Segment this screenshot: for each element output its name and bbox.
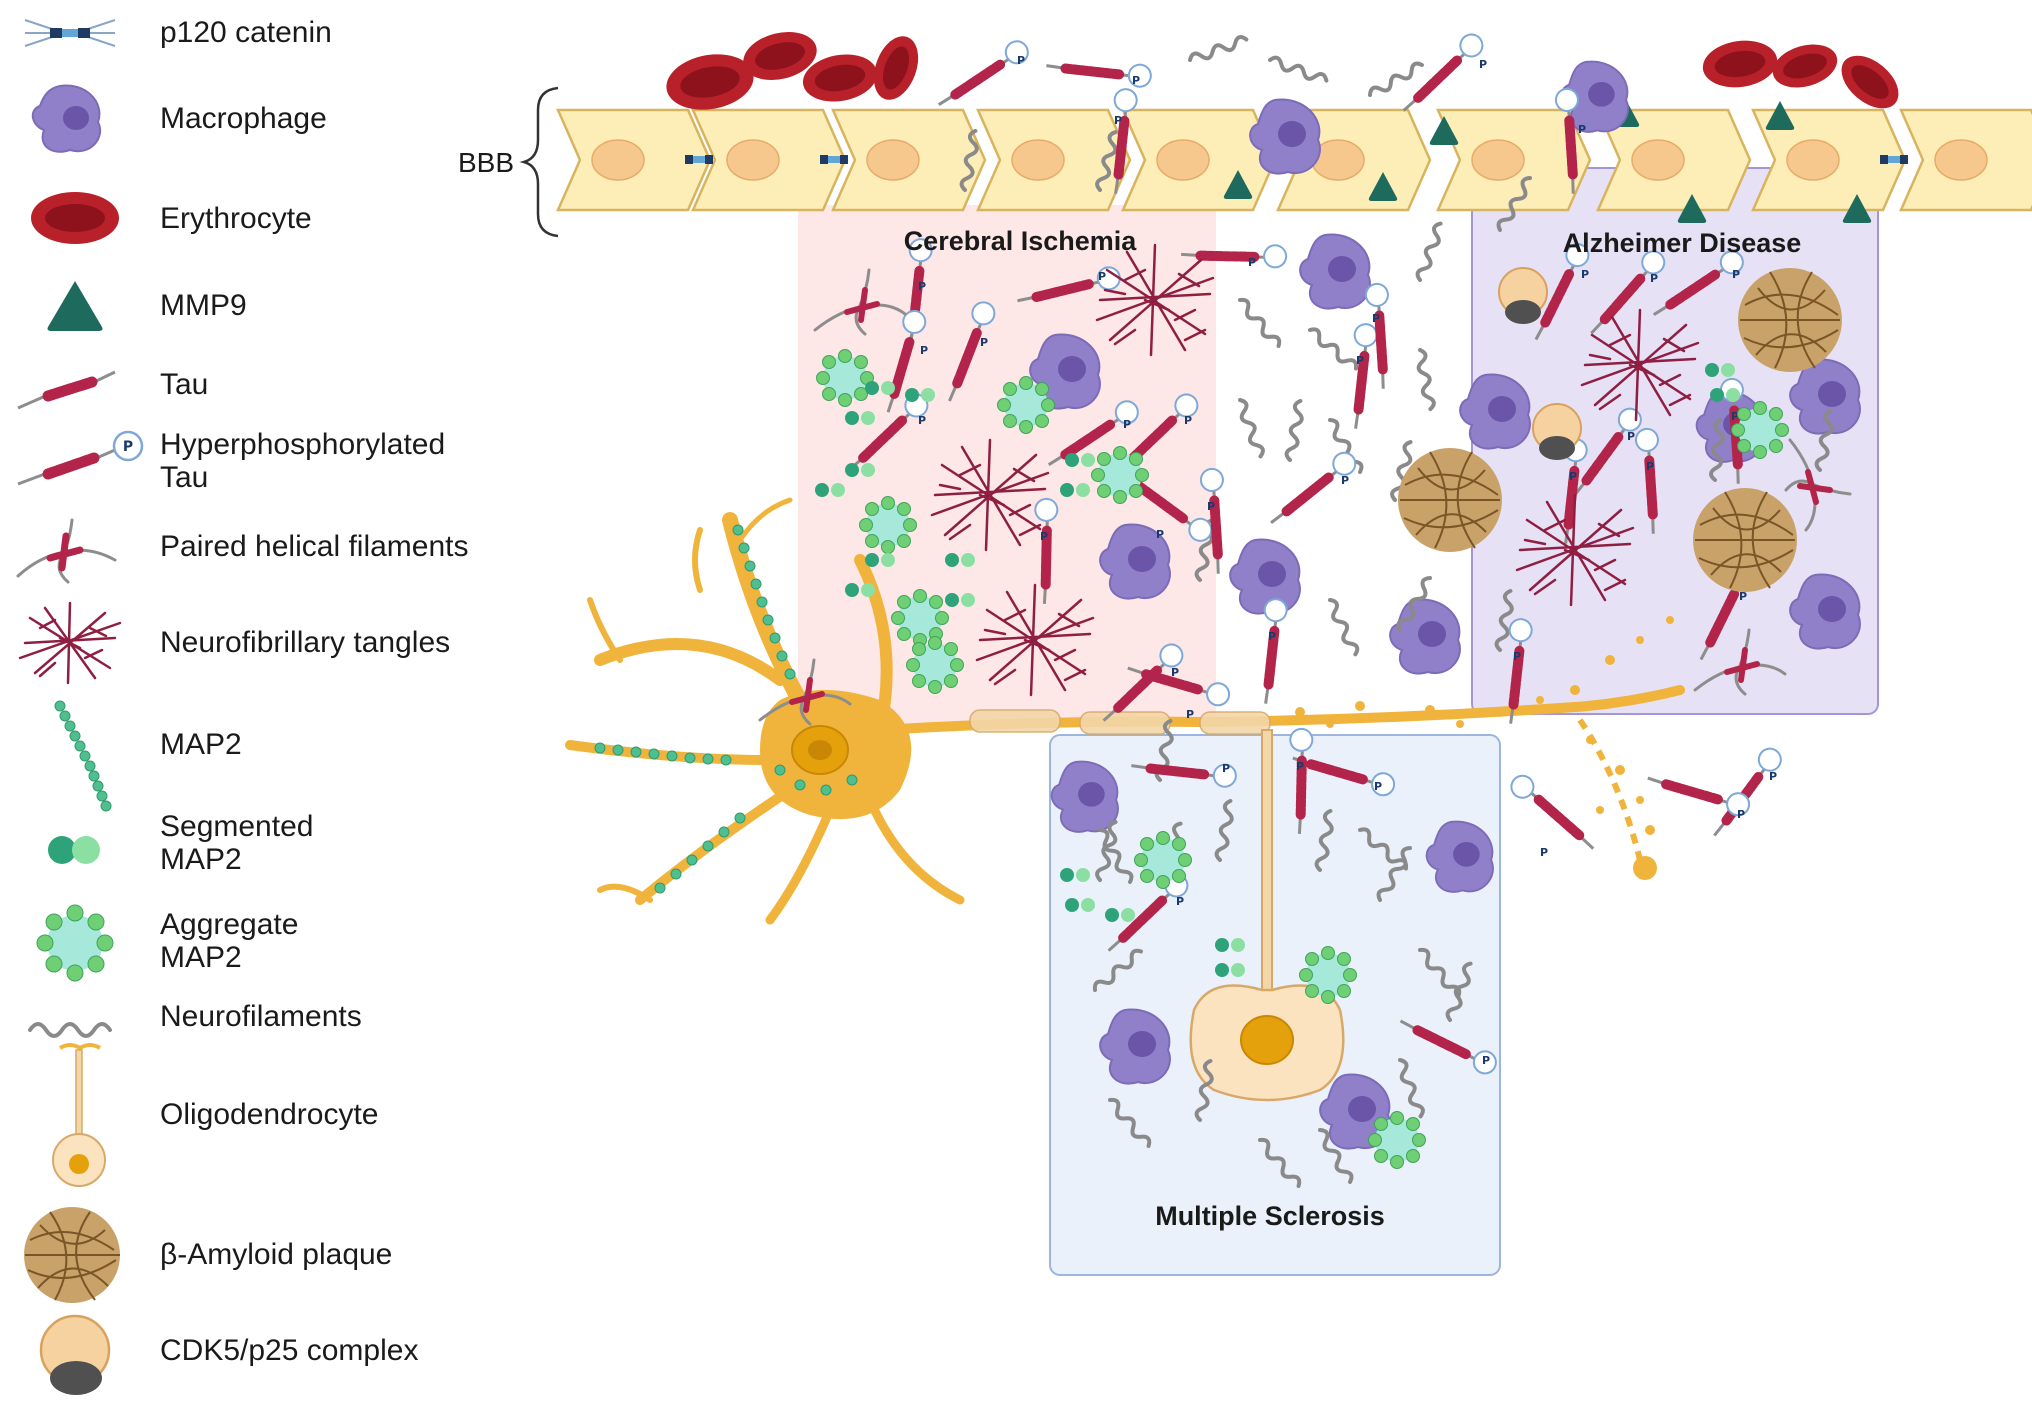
segmented-map2-icon [48, 836, 100, 864]
legend-item-segmented-map2: Segmented MAP2 [0, 810, 520, 890]
legend-item-neurofilaments: Neurofilaments [0, 1000, 520, 1050]
svg-text:P: P [1513, 650, 1521, 663]
svg-text:P: P [1098, 270, 1106, 283]
legend-item-cdk5-p25: CDK5/p25 complex [0, 1312, 520, 1402]
svg-text:P: P [1114, 114, 1122, 127]
beta-amyloid-plaque-icon [24, 1207, 120, 1303]
svg-text:P: P [1341, 474, 1349, 487]
svg-text:P: P [1248, 256, 1256, 269]
svg-text:P: P [1739, 590, 1747, 603]
svg-text:P: P [1132, 74, 1140, 87]
legend-label: Segmented MAP2 [160, 810, 314, 876]
legend-item-paired-helical-filaments: Paired helical filaments [0, 510, 520, 590]
legend-item-beta-amyloid-plaque: β-Amyloid plaque [0, 1200, 520, 1310]
hyperphosphorylated-tau-icon: P [17, 430, 144, 486]
legend-label: Macrophage [160, 102, 327, 135]
neurofibrillary-tangles-icon [18, 601, 122, 685]
svg-text:P: P [1372, 312, 1380, 325]
legend-item-tau: Tau [0, 360, 520, 420]
aggregate-map2-icon [36, 904, 114, 982]
erythrocyte-icon [31, 192, 119, 244]
legend-item-p120-catenin: p120 catenin [0, 8, 520, 58]
svg-text:P: P [1540, 846, 1548, 859]
legend-item-erythrocyte: Erythrocyte [0, 190, 520, 250]
svg-text:P: P [1650, 272, 1658, 285]
svg-text:P: P [1479, 58, 1487, 71]
legend-item-map2: MAP2 [0, 700, 520, 820]
p120-catenin-junctions [685, 155, 1908, 164]
svg-text:P: P [1186, 708, 1194, 721]
legend-label: Neurofilaments [160, 1000, 362, 1033]
oligodendrocyte [1189, 729, 1345, 1102]
svg-text:P: P [920, 344, 928, 357]
cdk5-p25-complex-icon [39, 1314, 111, 1395]
macrophage-icon [31, 84, 101, 153]
svg-text:P: P [918, 414, 926, 427]
svg-text:P: P [1581, 268, 1589, 281]
svg-text:P: P [1268, 630, 1276, 643]
legend-label: Tau [160, 368, 209, 401]
legend-label: Paired helical filaments [160, 530, 469, 563]
svg-text:P: P [1732, 268, 1740, 281]
svg-text:P: P [1374, 780, 1382, 793]
phospho-labels: P P P P P P P P P P P P P P P P P P P P … [918, 54, 1777, 1067]
svg-text:P: P [1222, 762, 1230, 775]
legend: p120 catenin Macrophage Erythrocyte MMP9… [0, 0, 520, 1405]
svg-text:P: P [1156, 528, 1164, 541]
neuron [565, 497, 1685, 925]
svg-text:P: P [1627, 430, 1635, 443]
svg-text:P: P [1040, 530, 1048, 543]
svg-text:P: P [1171, 666, 1179, 679]
legend-label: Erythrocyte [160, 202, 312, 235]
svg-text:P: P [1207, 500, 1215, 513]
legend-label: p120 catenin [160, 16, 332, 49]
legend-item-neurofibrillary-tangles: Neurofibrillary tangles [0, 598, 520, 688]
legend-label: Oligodendrocyte [160, 1098, 379, 1131]
oligodendrocyte-icon [52, 1043, 106, 1187]
svg-text:P: P [1356, 354, 1364, 367]
map2-icon [54, 700, 112, 812]
svg-text:P: P [1569, 470, 1577, 483]
multiple-sclerosis-title: Multiple Sclerosis [1155, 1201, 1385, 1231]
neurofilaments-icon [28, 1022, 112, 1038]
legend-label: MAP2 [160, 728, 242, 761]
alzheimer-disease-title: Alzheimer Disease [1563, 228, 1802, 258]
mmp9-icon [47, 281, 103, 331]
svg-text:P: P [1296, 760, 1304, 773]
tau-icon [17, 370, 116, 410]
svg-text:P: P [1646, 460, 1654, 473]
svg-text:P: P [1184, 414, 1192, 427]
svg-text:P: P [1731, 410, 1739, 423]
legend-label: Neurofibrillary tangles [160, 626, 451, 659]
bbb-brace [519, 86, 559, 238]
phospho-label: P [123, 439, 133, 455]
legend-label: CDK5/p25 complex [160, 1334, 419, 1367]
legend-label: MMP9 [160, 289, 247, 322]
legend-item-aggregate-map2: Aggregate MAP2 [0, 898, 520, 988]
legend-item-mmp9: MMP9 [0, 275, 520, 335]
svg-text:P: P [1123, 418, 1131, 431]
svg-text:P: P [1578, 123, 1586, 136]
svg-text:P: P [980, 336, 988, 349]
bbb-label: BBB [458, 147, 514, 178]
legend-item-hyperphosphorylated-tau: P Hyperphosphorylated Tau [0, 428, 520, 508]
paired-helical-filaments-icon [16, 518, 117, 584]
svg-text:P: P [1769, 770, 1777, 783]
legend-item-macrophage: Macrophage [0, 80, 520, 160]
svg-text:P: P [1017, 54, 1025, 67]
svg-text:P: P [1482, 1054, 1490, 1067]
p120-catenin-icon [24, 19, 116, 47]
legend-label: β-Amyloid plaque [160, 1238, 393, 1271]
svg-text:P: P [1737, 808, 1745, 821]
svg-text:P: P [1176, 895, 1184, 908]
legend-label: Aggregate MAP2 [160, 908, 299, 974]
cerebral-ischemia-title: Cerebral Ischemia [904, 226, 1138, 256]
legend-item-oligodendrocyte: Oligodendrocyte [0, 1040, 520, 1190]
svg-text:P: P [918, 280, 926, 293]
legend-label: Hyperphosphorylated Tau [160, 428, 446, 494]
